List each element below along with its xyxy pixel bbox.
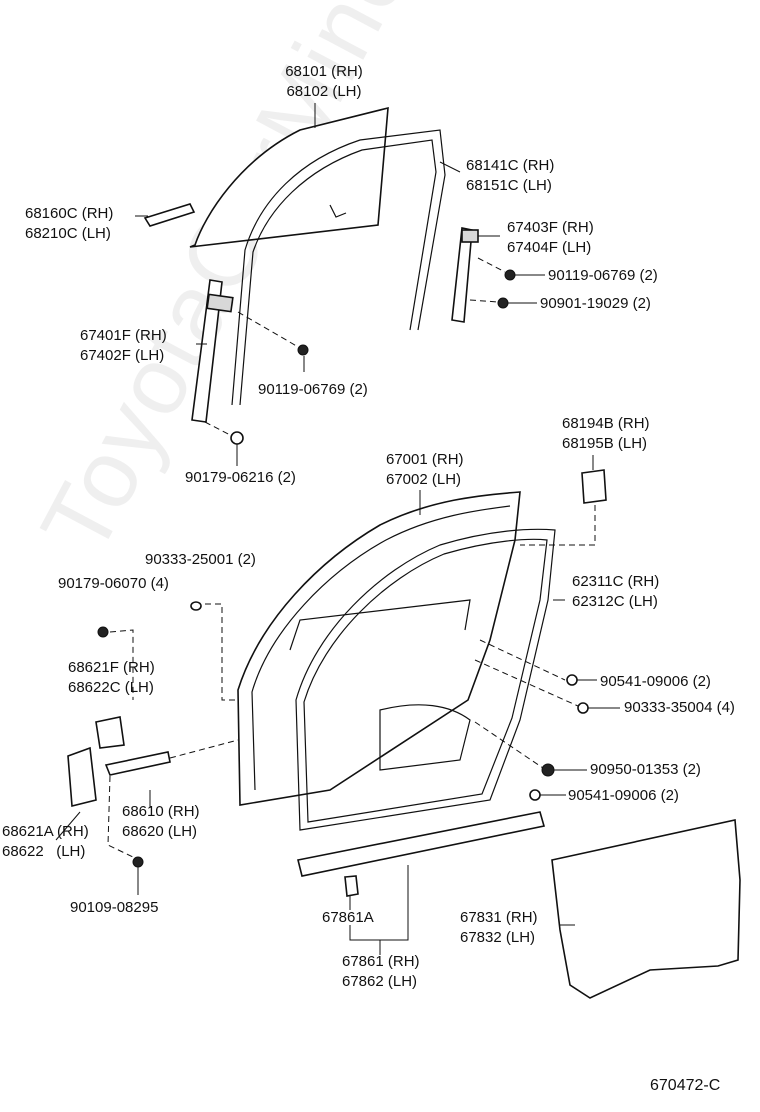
label-plug-right-3: 90541-09006 (2) xyxy=(568,787,679,804)
label-weatherstrip: 62311C (RH)62312C (LH) xyxy=(572,573,660,610)
glass-run-channel xyxy=(231,129,446,406)
label-bolt-front: 90119-06769 (2) xyxy=(258,381,368,398)
bolt-hinge-icon xyxy=(132,856,144,868)
label-grommet: 90950-01353 (2) xyxy=(590,761,701,778)
label-clip: 67861A xyxy=(322,909,374,926)
bolt-rear-2-icon xyxy=(497,297,509,309)
label-front-lower-channel: 68160C (RH)68210C (LH) xyxy=(25,205,114,242)
label-garnish-cap: 68194B (RH)68195B (LH) xyxy=(562,415,650,452)
bolt-rear-1-icon xyxy=(504,269,516,281)
front-lower-channel xyxy=(143,203,196,227)
plug-right-3-icon xyxy=(529,789,541,801)
front-division-channel xyxy=(191,279,223,423)
label-front-division-channel: 67401F (RH)67402F (LH) xyxy=(80,327,167,364)
door-weatherstrip xyxy=(295,528,556,831)
label-door-panel: 67001 (RH)67002 (LH) xyxy=(386,451,464,488)
door-check xyxy=(104,751,171,776)
lower-hinge xyxy=(67,746,97,808)
label-glass: 68101 (RH)68102 (LH) xyxy=(285,63,363,100)
plug-right-2-icon xyxy=(577,702,589,714)
plug-top-icon xyxy=(190,601,202,611)
label-bolt-hinge: 90109-08295 xyxy=(70,899,159,916)
label-plug-right-2: 90333-35004 (4) xyxy=(624,699,735,716)
door-panel xyxy=(237,491,521,806)
plug-right-1-icon xyxy=(566,674,578,686)
bolt-front-icon xyxy=(297,344,309,356)
door-glass xyxy=(189,106,389,248)
label-plug-top: 90333-25001 (2) xyxy=(145,551,256,568)
label-lower-hinge: 68621A (RH)68622 (LH) xyxy=(2,823,89,860)
label-nut-front: 90179-06216 (2) xyxy=(185,469,296,486)
upper-hinge xyxy=(95,716,125,749)
label-service-cover: 67831 (RH)67832 (LH) xyxy=(460,909,538,946)
label-sill-weatherstrip: 67861 (RH)67862 (LH) xyxy=(342,953,420,990)
nut-front-icon xyxy=(230,431,244,445)
label-nut-hinge: 90179-06070 (4) xyxy=(58,575,169,592)
label-rear-channel: 67403F (RH)67404F (LH) xyxy=(507,219,594,256)
sill-weatherstrip xyxy=(297,811,546,877)
label-bolt-rear-2: 90901-19029 (2) xyxy=(540,295,651,312)
label-door-check: 68610 (RH)68620 (LH) xyxy=(122,803,200,840)
diagram-code: 670472-C xyxy=(650,1077,721,1094)
label-glass-run: 68141C (RH)68151C (LH) xyxy=(466,157,555,194)
service-cover xyxy=(551,819,741,999)
garnish-cap xyxy=(581,469,607,504)
clip-icon xyxy=(344,875,359,897)
label-bolt-rear-1: 90119-06769 (2) xyxy=(548,267,658,284)
nut-hinge-icon xyxy=(97,626,109,638)
grommet-icon xyxy=(541,763,555,777)
label-plug-right-1: 90541-09006 (2) xyxy=(600,673,711,690)
label-upper-hinge: 68621F (RH)68622C (LH) xyxy=(68,659,155,696)
